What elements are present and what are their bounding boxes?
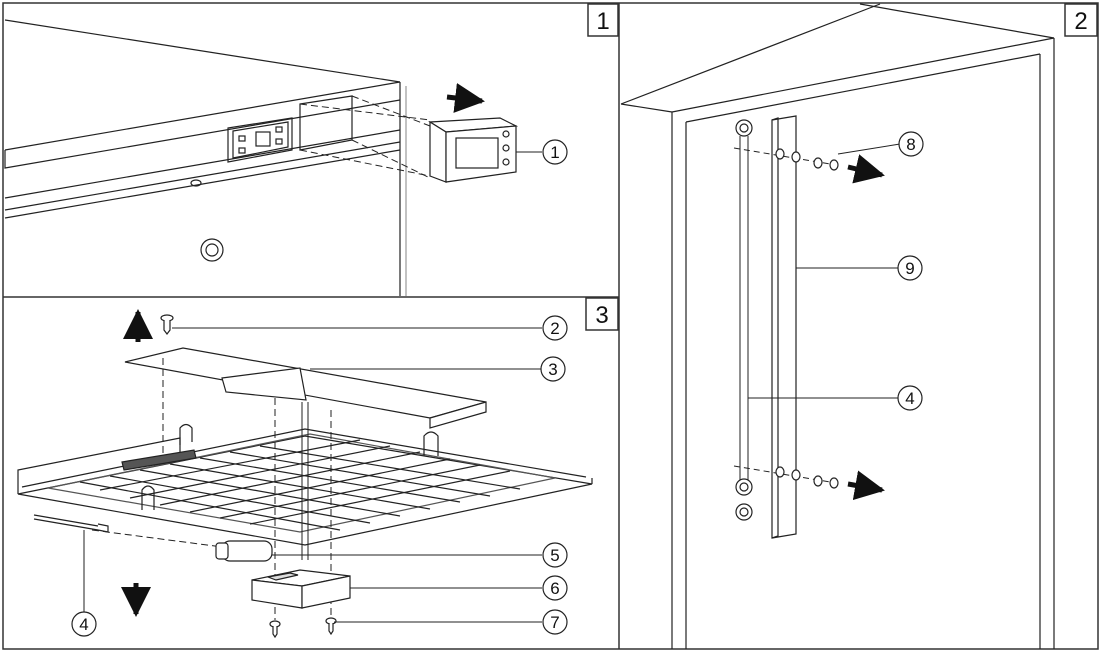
shelf-guide-lines [91, 358, 332, 620]
light-housing [251, 569, 351, 609]
door-brackets [735, 119, 753, 521]
svg-text:6: 6 [550, 579, 559, 598]
callout-6: 6 [542, 575, 568, 601]
svg-text:4: 4 [905, 389, 914, 408]
panel-3-number-box: 3 [585, 297, 619, 331]
arrow-right-icon [847, 154, 885, 184]
svg-text:1: 1 [550, 143, 559, 162]
control-unit [428, 117, 519, 183]
callout-4-panel-3: 4 [71, 611, 97, 637]
arrow-right-icon [847, 470, 885, 501]
panel-frames [2, 2, 1099, 650]
wire-shelf [17, 423, 593, 546]
panel-1-cabinet [4, 19, 407, 296]
svg-text:4: 4 [79, 615, 88, 634]
screw-icon [775, 148, 839, 489]
callout-3: 3 [540, 356, 566, 382]
light-cover-strip [124, 347, 487, 429]
panel-1-number: 1 [596, 8, 609, 35]
panel-1-number-box: 1 [587, 3, 619, 37]
svg-text:8: 8 [906, 135, 915, 154]
svg-text:3: 3 [548, 360, 557, 379]
callout-4-panel-2: 4 [897, 385, 923, 411]
svg-text:7: 7 [550, 613, 559, 632]
callout-2: 2 [542, 315, 568, 341]
panel-3-number: 3 [595, 302, 608, 329]
callout-7: 7 [542, 609, 568, 635]
led-module [215, 540, 273, 562]
panel-2-cabinet [620, 3, 1055, 649]
callout-leaders [83, 143, 901, 623]
callout-1: 1 [542, 139, 568, 165]
panel-2-number: 2 [1074, 8, 1087, 35]
callout-5: 5 [542, 542, 568, 568]
arrow-right-icon [446, 83, 485, 113]
cable-lines [301, 402, 309, 560]
svg-text:5: 5 [550, 546, 559, 565]
svg-text:9: 9 [905, 259, 914, 278]
screw-icon [160, 314, 174, 335]
screw-icon [269, 617, 337, 639]
control-panel-display [227, 117, 293, 163]
door-probe-line [739, 136, 749, 480]
probe-cable [33, 514, 109, 533]
svg-text:2: 2 [550, 319, 559, 338]
callout-8: 8 [898, 131, 924, 157]
callout-9: 9 [897, 255, 923, 281]
panel-2-number-box: 2 [1064, 3, 1098, 37]
control-unit-guide-lines [299, 95, 431, 179]
door-handle [771, 115, 797, 539]
